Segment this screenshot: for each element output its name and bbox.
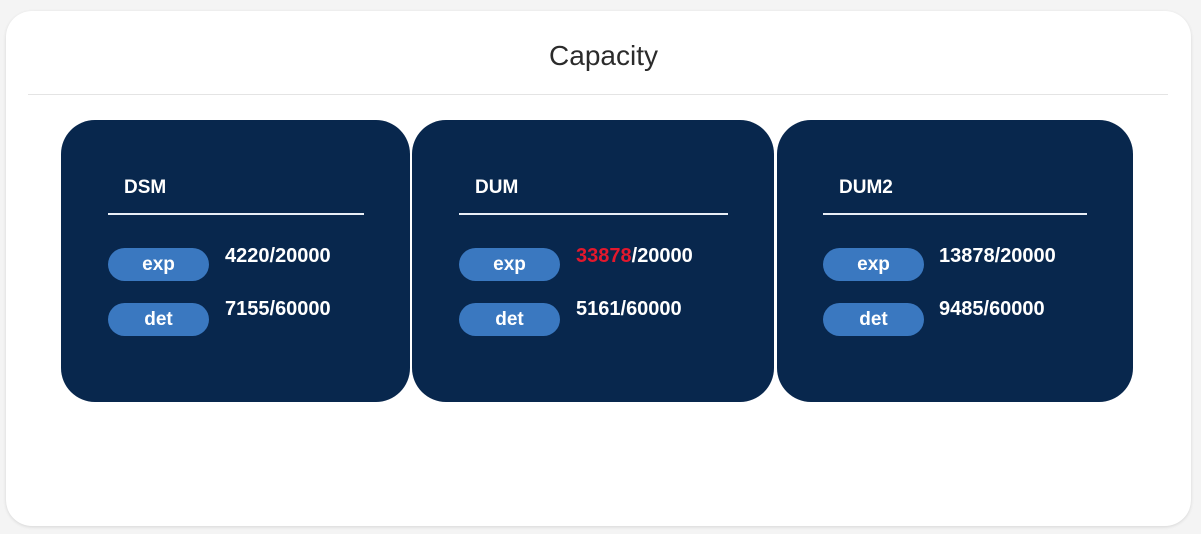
det-limit: 60000: [275, 298, 331, 320]
exp-badge: exp: [108, 248, 209, 281]
det-used: 9485: [939, 298, 984, 320]
card-title: DSM: [124, 177, 167, 198]
det-used: 7155: [225, 298, 270, 320]
det-used: 5161: [576, 298, 621, 320]
card-title: DUM2: [839, 177, 893, 198]
det-value: 5161/60000: [576, 298, 682, 320]
det-badge: det: [459, 303, 560, 336]
exp-used: 33878: [576, 245, 632, 267]
det-badge: det: [823, 303, 924, 336]
exp-badge: exp: [459, 248, 560, 281]
exp-limit: 20000: [275, 245, 331, 267]
exp-value: 4220/20000: [225, 245, 331, 267]
det-badge: det: [108, 303, 209, 336]
exp-value: 33878/20000: [576, 245, 693, 267]
capacity-card-dum: DUM exp 33878/20000 det 5161/60000: [412, 120, 774, 402]
exp-used: 4220: [225, 245, 270, 267]
card-title: DUM: [475, 177, 519, 198]
det-value: 7155/60000: [225, 298, 331, 320]
capacity-panel: Capacity DSM exp 4220/20000 det 7155/600…: [6, 11, 1191, 526]
capacity-card-dsm: DSM exp 4220/20000 det 7155/60000: [61, 120, 410, 402]
exp-limit: 20000: [1000, 245, 1056, 267]
capacity-card-dum2: DUM2 exp 13878/20000 det 9485/60000: [777, 120, 1133, 402]
exp-used: 13878: [939, 245, 995, 267]
card-divider: [823, 213, 1087, 215]
card-divider: [108, 213, 364, 215]
card-divider: [459, 213, 728, 215]
exp-badge: exp: [823, 248, 924, 281]
exp-limit: 20000: [637, 245, 693, 267]
exp-value: 13878/20000: [939, 245, 1056, 267]
det-limit: 60000: [989, 298, 1045, 320]
det-value: 9485/60000: [939, 298, 1045, 320]
panel-title: Capacity: [549, 40, 658, 71]
panel-divider: [28, 94, 1168, 95]
det-limit: 60000: [626, 298, 682, 320]
